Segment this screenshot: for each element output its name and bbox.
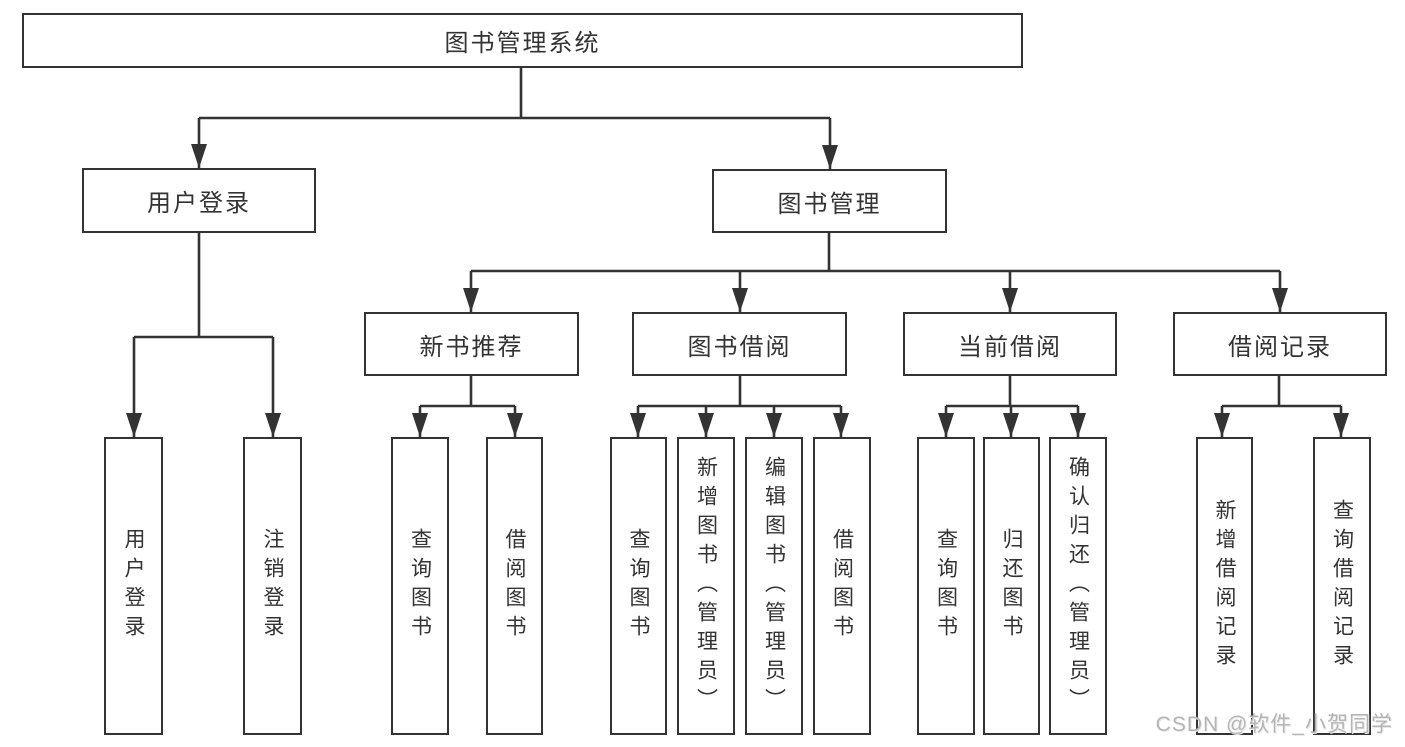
edge-mgmt-split	[471, 233, 1280, 273]
edge-root-split	[199, 68, 830, 120]
csdn-watermark: CSDN @软件_小贺同学	[1155, 713, 1393, 736]
node-book-management: 图书管理	[712, 169, 947, 233]
leaf-recommend-query-books: 查询图书	[391, 437, 449, 735]
leaf-logout: 注销登录	[243, 437, 302, 735]
node-current-borrow: 当前借阅	[903, 312, 1117, 376]
leaf-borrow-borrow-books: 借阅图书	[813, 437, 871, 735]
leaf-records-query-record: 查询借阅记录	[1313, 437, 1371, 735]
node-new-book-recommend: 新书推荐	[364, 312, 579, 376]
edge-records-split	[1222, 376, 1341, 408]
leaf-borrow-query-books: 查询图书	[610, 437, 667, 735]
edge-login-split	[134, 233, 273, 339]
leaf-current-return-books: 归还图书	[983, 437, 1040, 735]
leaf-user-login: 用户登录	[104, 437, 163, 735]
leaf-borrow-edit-books-admin: 编辑图书（管理员）	[745, 437, 803, 735]
node-borrow-records: 借阅记录	[1173, 312, 1387, 376]
node-library-management-system: 图书管理系统	[22, 13, 1023, 68]
edge-recommend-split	[420, 376, 515, 408]
leaf-recommend-borrow-books: 借阅图书	[486, 437, 543, 735]
leaf-current-confirm-return-admin: 确认归还（管理员）	[1049, 437, 1107, 735]
edge-current-split	[946, 376, 1078, 408]
node-user-login-group: 用户登录	[82, 168, 316, 233]
node-book-borrow: 图书借阅	[632, 312, 847, 376]
edge-borrow-split	[638, 376, 841, 408]
leaf-records-add-record: 新增借阅记录	[1196, 437, 1253, 735]
leaf-current-query-books: 查询图书	[917, 437, 975, 735]
leaf-borrow-add-books-admin: 新增图书（管理员）	[677, 437, 735, 735]
